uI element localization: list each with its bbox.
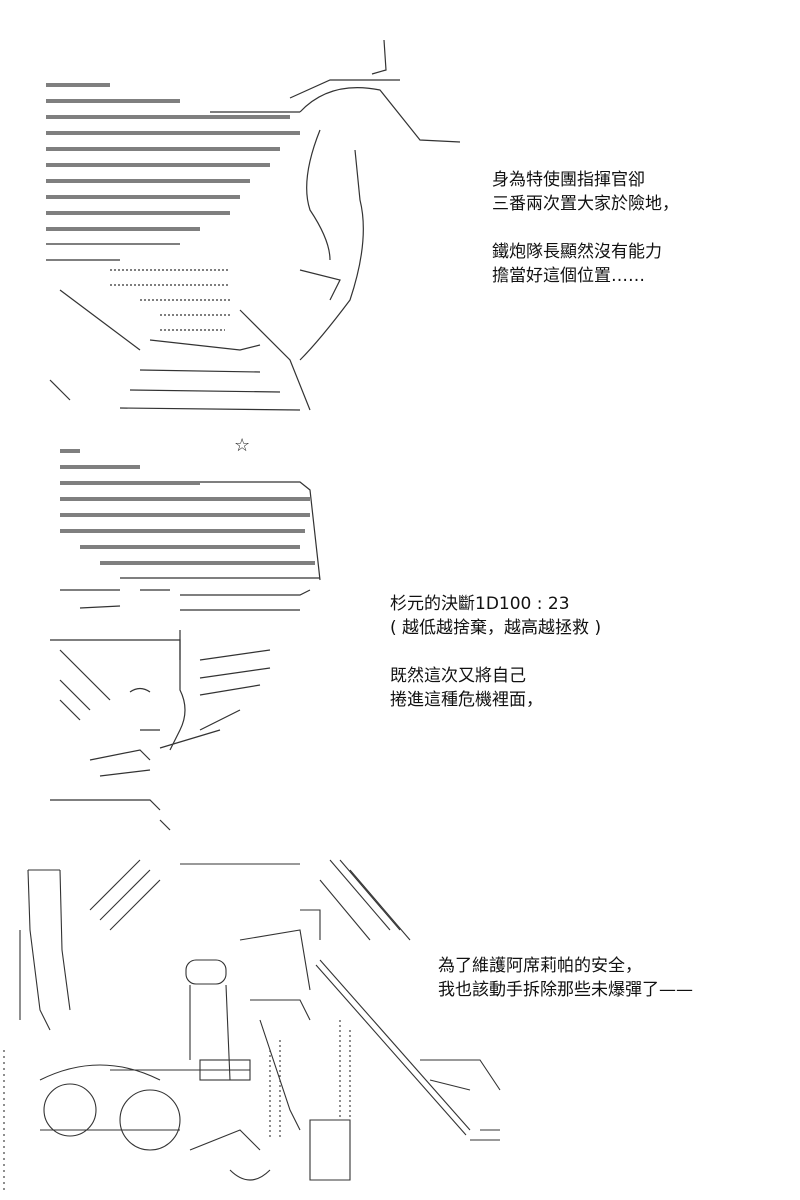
caption-line: 三番兩次置大家於險地， xyxy=(492,194,679,214)
caption-line: 鐵炮隊長顯然沒有能力 xyxy=(492,242,662,262)
panel-3-ascii-art xyxy=(3,859,501,1190)
panel-3: 為了維護阿席莉帕的安全， 我也該動手拆除那些未爆彈了—— xyxy=(0,850,800,1200)
caption-line: 身為特使團指揮官卻 xyxy=(492,170,645,190)
panel-1: 身為特使團指揮官卻 三番兩次置大家於險地， 鐵炮隊長顯然沒有能力 擔當好這個位置… xyxy=(0,0,800,430)
caption-line: ( 越低越捨棄，越高越拯救 ) xyxy=(390,618,602,638)
caption-line: 擔當好這個位置…… xyxy=(492,266,645,286)
panel-3-caption: 為了維護阿席莉帕的安全， 我也該動手拆除那些未爆彈了—— xyxy=(438,954,693,1002)
caption-line: 為了維護阿席莉帕的安全， xyxy=(438,956,642,976)
panel-2: ☆ xyxy=(0,430,800,850)
caption-gap xyxy=(492,216,679,240)
caption-line: 既然這次又將自己 xyxy=(390,666,526,686)
panel-1-caption: 身為特使團指揮官卻 三番兩次置大家於險地， 鐵炮隊長顯然沒有能力 擔當好這個位置… xyxy=(492,168,679,288)
panel-1-ascii-art xyxy=(46,39,461,411)
caption-line: 捲進這種危機裡面， xyxy=(390,690,543,710)
panel-2-caption: 杉元的決斷1D100 : 23 ( 越低越捨棄，越高越拯救 ) 既然這次又將自己… xyxy=(390,592,601,712)
panel-2-ascii-art xyxy=(50,449,321,831)
caption-line: 杉元的決斷1D100 : 23 xyxy=(390,594,570,614)
star-icon: ☆ xyxy=(234,435,251,456)
caption-gap xyxy=(390,640,601,664)
caption-line: 我也該動手拆除那些未爆彈了—— xyxy=(438,980,693,1000)
